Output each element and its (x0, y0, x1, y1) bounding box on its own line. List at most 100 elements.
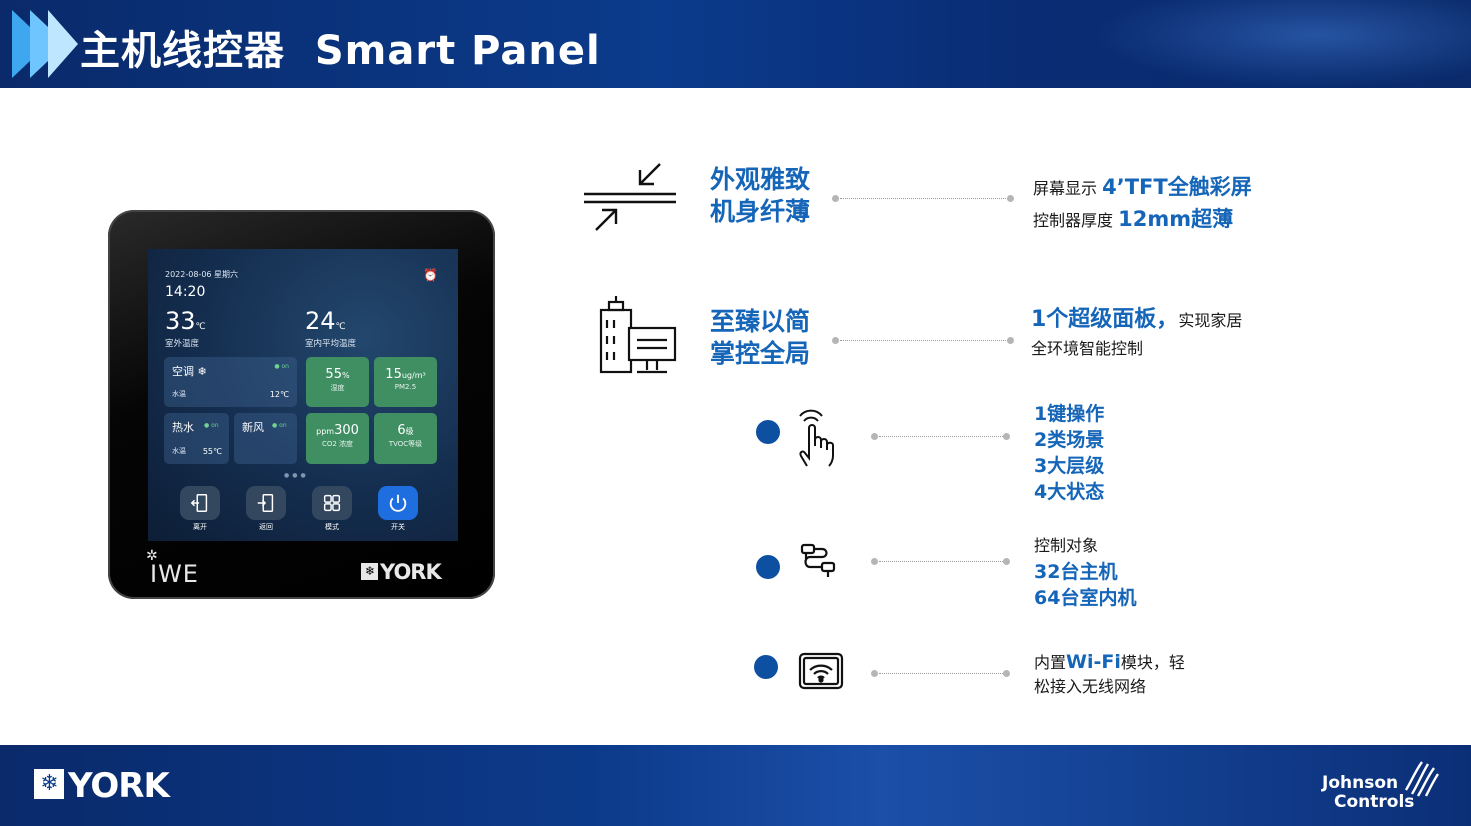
connector-dot (1003, 433, 1010, 440)
york-snowflake-icon: ❄ (34, 769, 64, 799)
temp-unit: ℃ (195, 322, 206, 332)
hot-water-status: ● on (204, 422, 219, 429)
connector-dot (1003, 558, 1010, 565)
feature-3-line1: 1键操作 (1034, 403, 1105, 425)
indoor-temperature: 24℃ (305, 307, 346, 335)
iwe-snowflake-icon: ✲ (146, 548, 158, 564)
pm25-number: 15 (385, 367, 402, 382)
bullet-dot (754, 655, 778, 679)
grid-icon (323, 494, 341, 512)
co2-value: ppm300 (306, 423, 369, 438)
johnson-controls-logo: Johnson Controls (1322, 774, 1414, 812)
wifi-module-icon (798, 652, 844, 690)
york-footer-logo: ❄YORK (34, 766, 170, 806)
feature-2-title-line1: 至臻以简 (710, 307, 811, 336)
feature-2-desc-line1: 1个超级面板，实现家居 (1031, 306, 1242, 335)
building-monitor-icon (599, 296, 677, 374)
pm25-label: PM2.5 (394, 383, 417, 391)
bullet-dot (756, 420, 780, 444)
tvoc-tile[interactable]: 6级 TVOC等级 (374, 413, 437, 464)
feature-4-line1: 控制对象 (1034, 536, 1099, 555)
feature-1-title-line2: 机身纤薄 (710, 197, 811, 226)
screen-time: 14:20 (165, 284, 206, 300)
pm25-value: 15ug/m³ (374, 367, 437, 382)
indoor-temp-label: 室内平均温度 (305, 339, 357, 349)
super-panel-text: 实现家居 (1178, 311, 1243, 330)
fresh-air-card[interactable]: 新风 ● on (234, 413, 297, 464)
tvoc-number: 6 (397, 423, 406, 438)
wifi-desc-pre: 内置 (1034, 653, 1067, 672)
co2-unit: ppm (316, 427, 335, 436)
tvoc-value: 6级 (374, 423, 437, 438)
connector-line (879, 673, 1007, 674)
connector-dot (1003, 670, 1010, 677)
humidity-label: 湿度 (330, 384, 345, 392)
return-label: 返回 (259, 523, 273, 531)
fresh-air-title: 新风 (242, 421, 264, 434)
feature-4-line2: 32台主机 (1034, 561, 1118, 583)
temp-unit: ℃ (335, 322, 346, 332)
hot-water-temp: 55℃ (202, 447, 222, 456)
hot-water-status-text: on (211, 422, 219, 429)
header-banner: 主机线控器 Smart Panel (0, 0, 1471, 88)
screen-desc-text: 屏幕显示 (1033, 179, 1098, 198)
power-button[interactable] (378, 486, 418, 520)
humidity-value: 55% (306, 367, 369, 382)
feature-1-desc-line1: 屏幕显示 4’TFT全触彩屏 (1033, 172, 1252, 204)
device-york-text: YORK (380, 560, 442, 584)
feature-3-line4: 4大状态 (1034, 481, 1105, 503)
feature-1-desc: 屏幕显示 4’TFT全触彩屏 控制器厚度 12mm超薄 (1033, 172, 1252, 236)
mode-label: 模式 (325, 523, 339, 531)
ac-water-temp: 12℃ (269, 390, 289, 399)
feature-1-title-line1: 外观雅致 (710, 165, 811, 194)
hot-water-card[interactable]: 热水 ● on 水温 55℃ (164, 413, 229, 464)
tvoc-unit: 级 (405, 427, 414, 436)
humidity-tile[interactable]: 55% 湿度 (306, 357, 369, 407)
feature-5-line1: 内置Wi-Fi模块，轻 (1034, 650, 1185, 675)
indoor-temp-value: 24 (305, 307, 336, 335)
mode-button[interactable] (312, 486, 352, 520)
connector-dot (871, 433, 878, 440)
screen-spec-highlight: 4’TFT全触彩屏 (1102, 175, 1252, 199)
footer-banner (0, 745, 1471, 826)
thin-profile-icon (584, 163, 676, 231)
super-panel-highlight: 1个超级面板， (1031, 307, 1179, 332)
page-title: 主机线控器 Smart Panel (80, 18, 601, 76)
connector-dot (832, 337, 839, 344)
snowflake-icon: ❄ (197, 365, 207, 378)
feature-3-line3: 3大层级 (1034, 455, 1105, 477)
co2-number: 300 (334, 423, 359, 438)
pm25-unit: ug/m³ (401, 371, 426, 380)
york-snowflake-icon: ❄ (361, 563, 378, 580)
cable-connector-icon (800, 543, 836, 577)
feature-3-desc: 1键操作 2类场景 3大层级 4大状态 (1034, 401, 1104, 505)
power-icon (389, 494, 407, 512)
ac-title-text: 空调 (172, 365, 194, 378)
outdoor-temp-value: 33 (165, 307, 196, 335)
feature-5-desc: 内置Wi-Fi模块，轻 松接入无线网络 (1034, 650, 1185, 699)
pm25-tile[interactable]: 15ug/m³ PM2.5 (374, 357, 437, 407)
return-button[interactable] (246, 486, 286, 520)
connector-dot (1007, 195, 1014, 202)
hot-water-title: 热水 (172, 421, 194, 434)
co2-tile[interactable]: ppm300 CO2 浓度 (306, 413, 369, 464)
power-label: 开关 (391, 523, 405, 531)
connector-dot (832, 195, 839, 202)
connector-dot (1007, 337, 1014, 344)
alarm-clock-icon[interactable]: ⏰ (423, 268, 438, 282)
page-indicator: ●●● (284, 472, 309, 479)
thickness-desc-text: 控制器厚度 (1033, 211, 1114, 230)
leave-label: 离开 (193, 523, 207, 531)
ac-status: ● on (274, 363, 289, 370)
fresh-air-status: ● on (272, 422, 287, 429)
ac-card[interactable]: 空调 ❄ ● on 水温 12℃ (164, 357, 297, 407)
ac-sub-label: 水温 (172, 390, 186, 398)
ac-title: 空调 ❄ (172, 363, 207, 379)
york-footer-text: YORK (68, 766, 170, 806)
leave-button[interactable] (180, 486, 220, 520)
hot-water-sub-label: 水温 (172, 447, 186, 455)
tvoc-label: TVOC等级 (388, 440, 423, 448)
feature-1-title: 外观雅致 机身纤薄 (710, 164, 810, 228)
page-title-en: Smart Panel (314, 28, 601, 74)
feature-5-line2: 松接入无线网络 (1034, 677, 1147, 696)
